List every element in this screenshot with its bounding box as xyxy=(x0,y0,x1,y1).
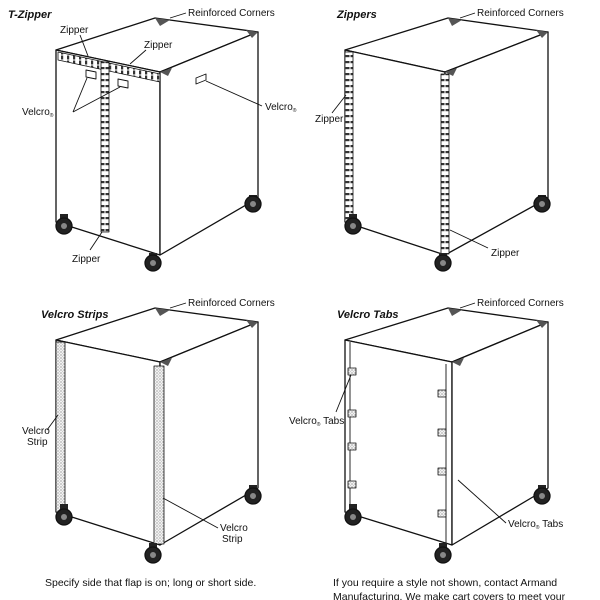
corner-zipper xyxy=(440,73,450,255)
velcro-tab xyxy=(347,480,357,489)
reinforced-corner xyxy=(536,30,548,38)
corner-zipper xyxy=(344,51,354,223)
reinforced-corner xyxy=(448,308,462,316)
velcro-strip xyxy=(55,341,66,513)
label-velcro-tabs: Velcro® Tabs xyxy=(508,519,563,531)
velcro-tab xyxy=(437,509,447,518)
cart-side xyxy=(444,31,549,256)
reinforced-corner xyxy=(246,320,258,328)
label-zipper: Zipper xyxy=(60,25,89,36)
reinforced-corner xyxy=(160,358,172,366)
label-velcro-strip: Strip xyxy=(222,534,243,545)
label-reinforced-corners: Reinforced Corners xyxy=(477,8,564,19)
footer-note-right: If you require a style not shown, contac… xyxy=(333,576,600,600)
panel-title: Velcro Tabs xyxy=(337,309,399,321)
center-zipper xyxy=(100,61,110,233)
reinforced-corner xyxy=(448,18,462,26)
label-reinforced-corners: Reinforced Corners xyxy=(477,298,564,309)
reinforced-corner xyxy=(155,308,170,316)
panel-zippers: Zippers Reinforced Corners Zippe xyxy=(315,8,564,272)
label-zipper: Zipper xyxy=(144,40,173,51)
velcro-patch xyxy=(85,69,97,80)
panel-t-zipper: T-Zipper xyxy=(8,8,297,272)
label-velcro: Velcro® xyxy=(265,102,297,114)
cart-side xyxy=(451,321,549,546)
reinforced-corner xyxy=(160,68,172,76)
cart-illustration xyxy=(344,17,551,272)
label-velcro-strip: Velcro xyxy=(220,523,248,534)
velcro-tab xyxy=(437,467,447,476)
velcro-patch xyxy=(117,78,129,89)
label-reinforced-corners: Reinforced Corners xyxy=(188,298,275,309)
panel-title: Zippers xyxy=(336,9,377,21)
panel-velcro-tabs: Velcro Tabs xyxy=(289,298,564,564)
panel-title: Velcro Strips xyxy=(41,309,108,321)
velcro-tab xyxy=(347,442,357,451)
reinforced-corner xyxy=(445,68,457,76)
cart-illustration xyxy=(55,17,262,272)
label-velcro: Velcro® xyxy=(22,107,54,119)
reinforced-corner xyxy=(155,18,170,26)
velcro-tab xyxy=(437,389,447,398)
cart-illustration xyxy=(344,307,551,564)
label-reinforced-corners: Reinforced Corners xyxy=(188,8,275,19)
label-zipper: Zipper xyxy=(315,114,344,125)
reinforced-corner xyxy=(452,358,464,366)
velcro-tab xyxy=(437,428,447,437)
cart-illustration xyxy=(55,307,262,564)
footer-note-right-line-2: Manufacturing. We make cart covers to me… xyxy=(333,591,566,600)
label-velcro-tabs: Velcro® Tabs xyxy=(289,416,344,428)
velcro-patch xyxy=(195,73,207,85)
panel-velcro-strips: Velcro Strips Reinforced Corners xyxy=(22,298,275,564)
cart-side xyxy=(159,31,259,256)
label-zipper: Zipper xyxy=(72,254,101,265)
reinforced-corner xyxy=(536,320,548,328)
label-velcro-strip: Strip xyxy=(27,437,48,448)
velcro-tab xyxy=(347,409,357,418)
reinforced-corner xyxy=(246,30,258,38)
label-zipper: Zipper xyxy=(491,248,520,259)
cart-side xyxy=(159,321,259,546)
footer-note-left: Specify side that flap is on; long or sh… xyxy=(45,577,257,589)
velcro-tab xyxy=(347,367,357,376)
panel-title: T-Zipper xyxy=(8,9,52,21)
label-velcro-strip: Velcro xyxy=(22,426,50,437)
velcro-strip xyxy=(153,365,165,545)
footer-note-right-line-1: If you require a style not shown, contac… xyxy=(333,577,558,589)
